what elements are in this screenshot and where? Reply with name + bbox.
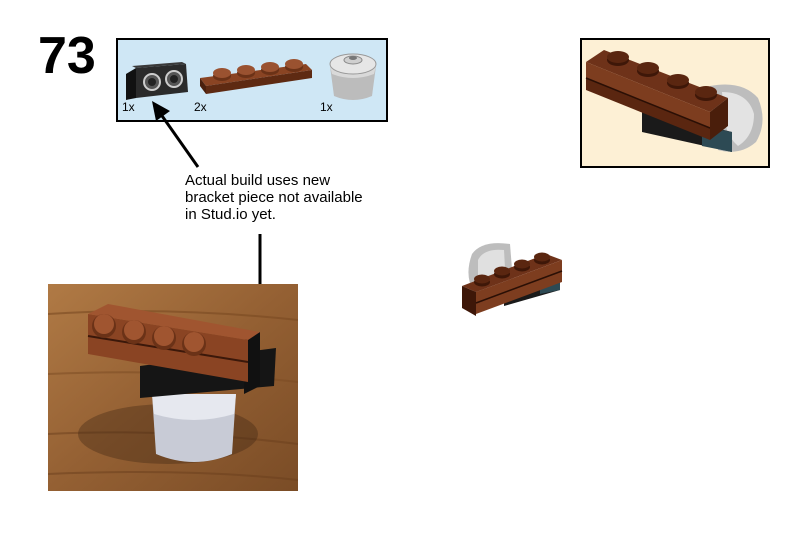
brown-plate-part-image: [200, 59, 312, 94]
arrow-to-bracket: [152, 101, 200, 168]
assembly-render: [462, 243, 563, 316]
bracket-part-image: [126, 62, 188, 100]
cone-part-image: [329, 53, 377, 100]
bracket-qty: 1x: [122, 100, 135, 114]
photo-image: [48, 284, 298, 491]
callout-assembly-image: [585, 50, 763, 152]
step-number: 73: [38, 27, 96, 85]
build-note: Actual build uses new bracket piece not …: [185, 172, 363, 223]
callout-box: [580, 38, 770, 168]
actual-build-photo: [48, 284, 298, 491]
cone-qty: 1x: [320, 100, 333, 114]
brown-plate-qty: 2x: [194, 100, 207, 114]
